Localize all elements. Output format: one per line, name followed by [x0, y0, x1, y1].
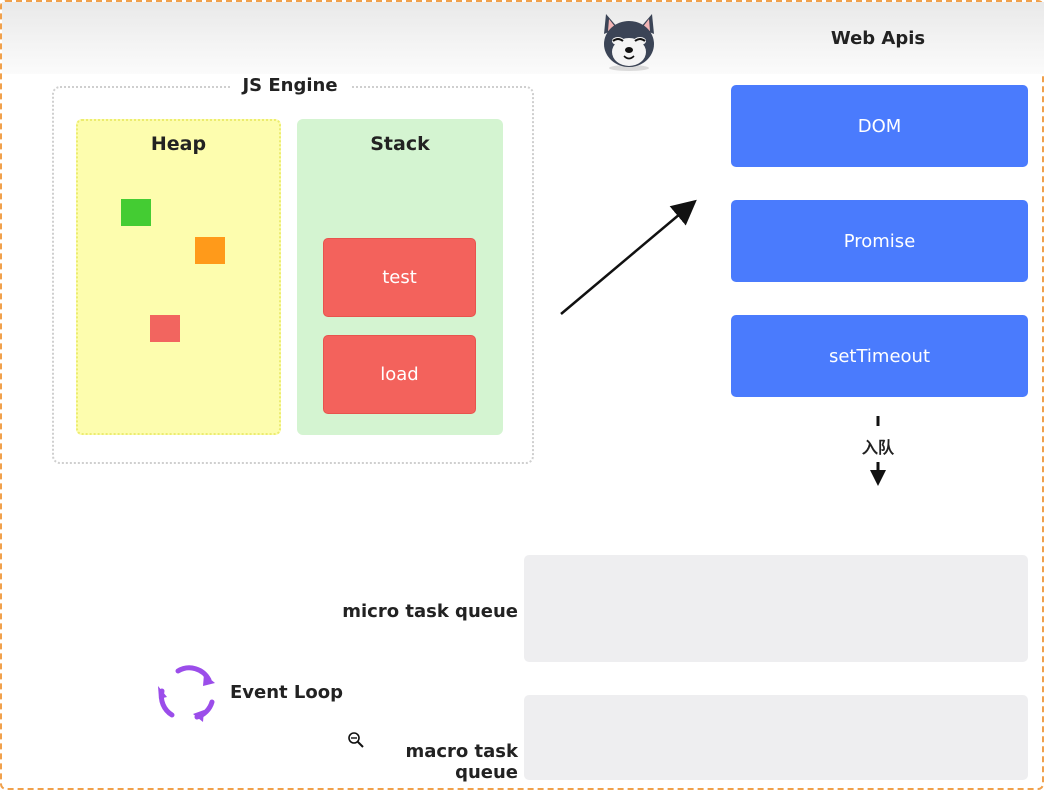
stack-title: Stack: [370, 133, 430, 155]
heap-object: [150, 315, 180, 342]
zoom-out-cursor-icon: [348, 732, 364, 748]
micro-task-queue-label: micro task queue: [342, 601, 518, 622]
heap-box: [76, 119, 281, 435]
web-apis-title: Web Apis: [830, 28, 926, 49]
web-api-promise: Promise: [731, 200, 1028, 282]
stack-frame: test: [323, 238, 476, 317]
heap-title: Heap: [150, 133, 207, 155]
shiba-dog-logo: [604, 14, 654, 71]
heap-object: [121, 199, 151, 226]
enqueue-label: 入队: [861, 438, 894, 457]
web-api-settimeout: setTimeout: [731, 315, 1028, 397]
web-api-dom: DOM: [731, 85, 1028, 167]
top-bar: [2, 2, 1044, 74]
call-arrow: [560, 199, 697, 315]
heap-object: [195, 237, 225, 264]
micro-task-queue: [524, 555, 1028, 662]
event-loop-label: Event Loop: [230, 682, 344, 703]
event-loop-icon: [158, 665, 215, 722]
macro-task-queue: [524, 695, 1028, 780]
enqueue-arrowhead: [870, 470, 886, 486]
js-engine-title: JS Engine: [230, 75, 350, 96]
stack-frame: load: [323, 335, 476, 414]
